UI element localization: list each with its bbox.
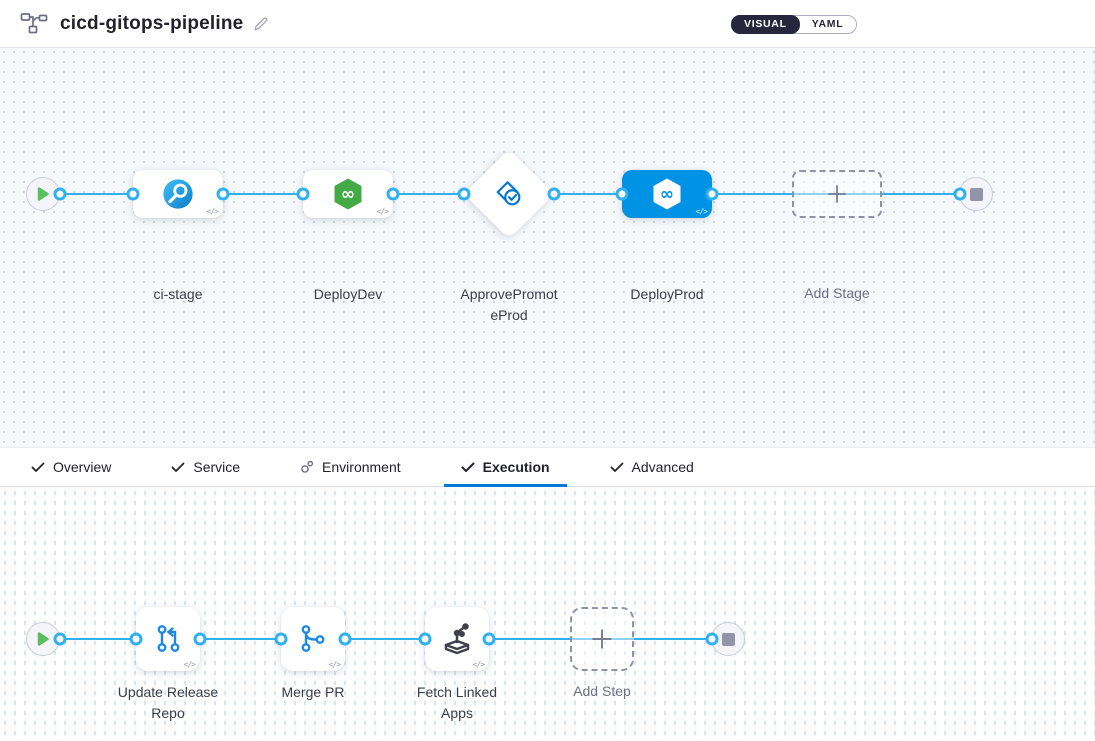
step-node-fetch-linked-apps[interactable]: </> [425,607,489,671]
pipeline-start-node [26,177,60,211]
connector-port[interactable] [126,187,140,201]
stage-node-ci-stage[interactable]: </> [133,170,223,218]
stage-label: DeployProd [630,286,704,302]
connector-port[interactable] [418,632,432,646]
connector-port[interactable] [53,187,67,201]
tab-overview[interactable]: Overview [14,448,128,486]
code-badge-icon: </> [183,660,196,669]
tab-label: Environment [322,459,401,475]
code-badge-icon: </> [206,207,219,216]
step-node-update-release-repo[interactable]: </> [136,607,200,671]
visual-yaml-toggle: VISUAL YAML [731,15,858,34]
svg-text:∞: ∞ [341,185,355,205]
step-label: Merge PR [281,684,345,700]
edit-pipeline-name-icon[interactable] [253,15,270,32]
tab-label: Execution [482,459,550,475]
code-badge-icon: </> [695,207,708,216]
connector-port[interactable] [216,187,230,201]
stop-icon [721,632,735,646]
git-update-icon [157,625,180,652]
environment-icon [301,460,314,473]
add-stage-label: Add Stage [804,285,870,301]
code-badge-icon: </> [328,660,341,669]
tab-label: Service [193,459,241,475]
add-step-button[interactable] [570,607,634,671]
play-icon [37,632,49,646]
svg-text:∞: ∞ [660,185,674,205]
check-icon [171,462,185,472]
code-badge-icon: </> [472,660,485,669]
fetch-apps-icon [444,623,470,655]
check-icon [461,462,475,472]
page-title: cicd-gitops-pipeline [60,12,244,34]
plus-icon [828,185,846,203]
step-label: Fetch Linked Apps [416,684,498,721]
connector-port[interactable] [386,187,400,201]
stage-canvas[interactable]: </> ci-stage ∞ </> DeployDev ApproveProm… [0,48,1095,447]
check-icon [31,462,45,472]
connector-port[interactable] [129,632,143,646]
stage-node-deployprod[interactable]: ∞ </> [622,170,712,218]
step-node-merge-pr[interactable]: </> [281,607,345,671]
step-label: Update Release Repo [117,684,219,721]
execution-canvas[interactable]: </> Update Release Repo </> Merge PR </>… [0,487,1095,741]
connector-port[interactable] [953,187,967,201]
toggle-yaml[interactable]: YAML [811,18,844,30]
step-connector-line [43,638,728,640]
play-icon [37,187,49,201]
tab-label: Overview [53,459,112,475]
stop-icon [969,187,983,201]
ci-icon [163,179,193,209]
connector-port[interactable] [53,632,67,646]
connector-port[interactable] [615,187,629,201]
connector-port[interactable] [547,187,561,201]
plus-icon [592,629,612,649]
tab-environment[interactable]: Environment [283,448,418,486]
connector-port[interactable] [338,632,352,646]
add-stage-button[interactable] [792,170,882,218]
connector-port[interactable] [705,632,719,646]
tab-advanced[interactable]: Advanced [593,448,711,486]
stage-node-approvepromoteprod[interactable] [463,148,555,240]
tab-execution[interactable]: Execution [443,448,567,487]
stage-node-deploydev[interactable]: ∞ </> [303,170,393,218]
tab-service[interactable]: Service [154,448,257,486]
git-merge-icon [301,625,325,652]
tab-label: Advanced [631,459,694,475]
connector-port[interactable] [274,632,288,646]
cd-hexagon-icon: ∞ [334,178,362,210]
pipeline-header: cicd-gitops-pipeline VISUAL YAML [0,0,1095,48]
add-step-label: Add Step [573,683,631,699]
connector-port[interactable] [193,632,207,646]
check-icon [610,462,623,472]
connector-port[interactable] [296,187,310,201]
connector-port[interactable] [457,187,471,201]
stage-label: DeployDev [313,286,383,302]
toggle-visual[interactable]: VISUAL [731,15,800,34]
pipeline-icon [20,12,48,36]
stage-label: ApprovePromoteProd [460,286,558,323]
connector-port[interactable] [705,187,719,201]
connector-port[interactable] [482,632,496,646]
stage-config-tabbar: Overview Service Environment Execution A… [0,447,1095,487]
code-badge-icon: </> [376,207,389,216]
stage-label: ci-stage [153,286,203,302]
cd-hexagon-icon: ∞ [653,178,681,210]
